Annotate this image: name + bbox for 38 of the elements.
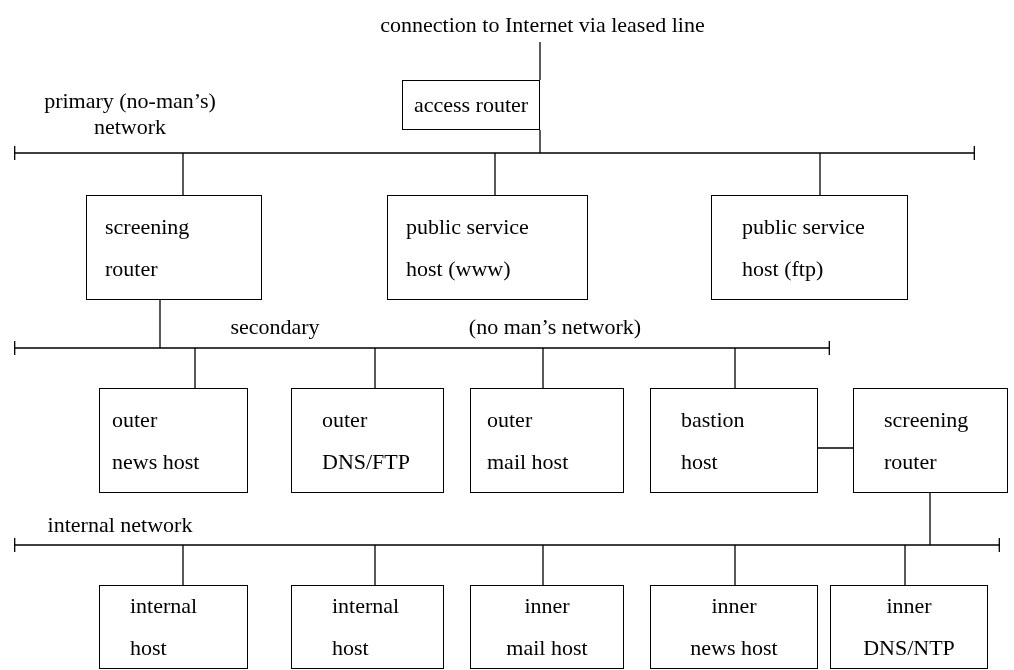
device-box: inner mail host (470, 585, 624, 669)
connector-line (542, 544, 544, 586)
device-box: internal host (99, 585, 248, 669)
connector-line (374, 544, 376, 586)
connector-line (494, 152, 496, 196)
connector-line (539, 129, 541, 154)
network-label: secondary (229, 314, 321, 340)
connector-line (539, 41, 541, 81)
device-box: public service host (ftp) (711, 195, 908, 300)
device-box: outer mail host (470, 388, 624, 493)
connector-line (929, 492, 931, 546)
device-box: outer news host (99, 388, 248, 493)
connector-line (194, 347, 196, 389)
device-box: bastion host (650, 388, 818, 493)
connector-line (159, 299, 161, 349)
network-label: internal network (46, 512, 194, 538)
network-label: (no man’s network) (467, 314, 643, 340)
connector-line (374, 347, 376, 389)
network-bus-line (14, 341, 830, 355)
network-bus-line (14, 146, 975, 160)
device-box: screening router (853, 388, 1008, 493)
connector-line (182, 544, 184, 586)
device-box: outer DNS/FTP (291, 388, 444, 493)
device-box: inner news host (650, 585, 818, 669)
device-box: inner DNS/NTP (830, 585, 988, 669)
network-bus-line (14, 538, 1000, 552)
network-label: primary (no-man’s) network (43, 88, 217, 140)
device-box: screening router (86, 195, 262, 300)
connector-line (734, 347, 736, 389)
device-box: internal host (291, 585, 444, 669)
connector-line (819, 152, 821, 196)
connector-line (734, 544, 736, 586)
connector-line (817, 447, 854, 449)
device-box: access router (402, 80, 540, 130)
device-box: public service host (www) (387, 195, 588, 300)
connector-line (182, 152, 184, 196)
connector-line (542, 347, 544, 389)
connector-line (904, 544, 906, 586)
